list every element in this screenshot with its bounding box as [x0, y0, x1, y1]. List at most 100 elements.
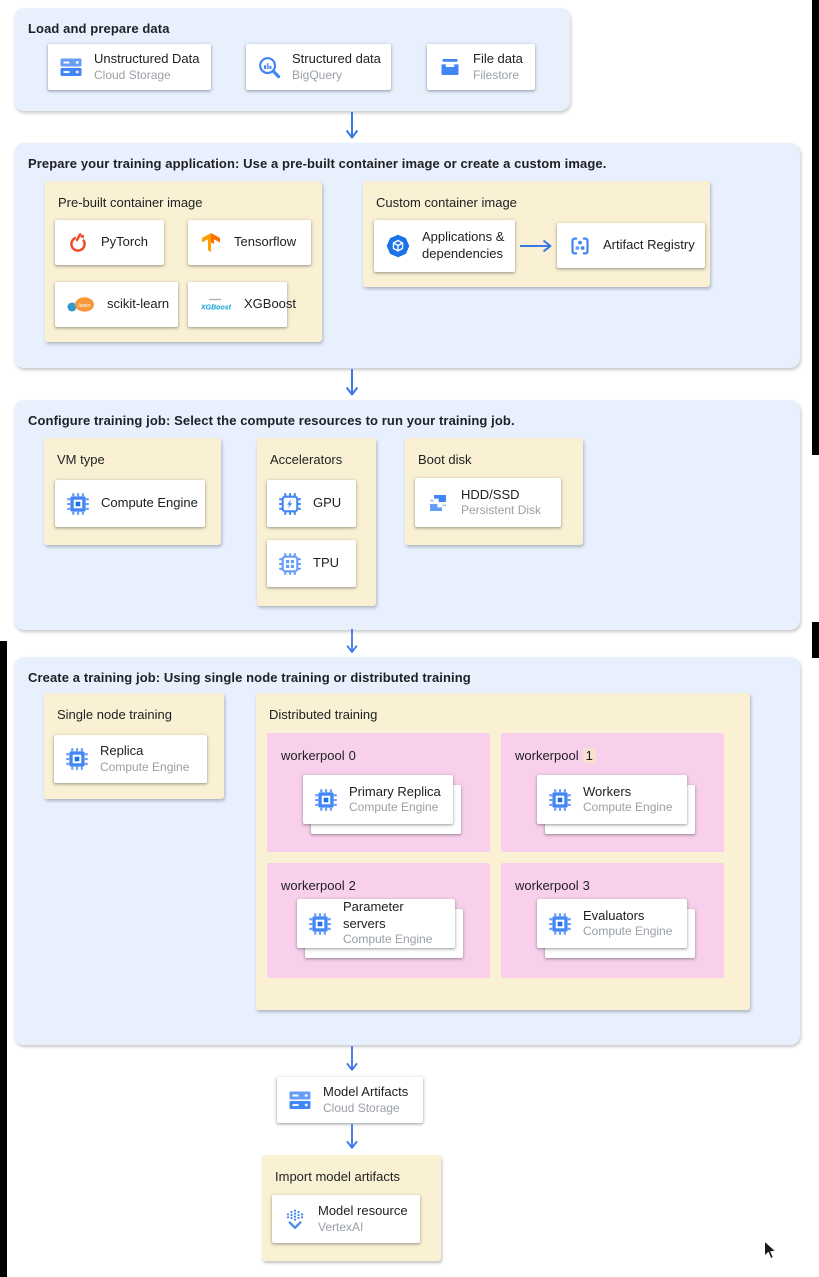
- card-subtitle: Compute Engine: [100, 759, 190, 774]
- panel-accelerators: Accelerators GPU TPU: [257, 438, 376, 606]
- panel-label: Boot disk: [418, 452, 472, 467]
- filestore-icon: [438, 55, 462, 79]
- mouse-cursor-icon: [764, 1240, 777, 1260]
- flow-arrow-right-icon: [520, 238, 556, 254]
- card-subtitle: BigQuery: [292, 67, 343, 82]
- tpu-icon: [278, 552, 302, 576]
- card-applications-dependencies: Applications & dependencies: [374, 220, 515, 272]
- card-subtitle: Cloud Storage: [323, 1100, 400, 1115]
- card-title: Model resource: [318, 1203, 408, 1218]
- card-subtitle: VertexAI: [318, 1219, 364, 1234]
- section-create-job: Create a training job: Using single node…: [14, 657, 800, 1045]
- compute-engine-icon: [548, 788, 572, 812]
- flow-arrow-down-icon: [344, 629, 360, 656]
- card-title: GPU: [313, 495, 342, 511]
- card-title: Artifact Registry: [603, 237, 695, 253]
- card-scikit-learn: learn scikit-learn: [55, 282, 178, 327]
- section-title-load: Load and prepare data: [28, 21, 170, 36]
- card-gpu: GPU: [267, 480, 356, 527]
- panel-label: Distributed training: [269, 707, 378, 722]
- panel-vm-type: VM type Compute Engine: [44, 438, 221, 545]
- compute-engine-icon: [548, 912, 572, 936]
- panel-label: Custom container image: [376, 195, 517, 210]
- card-title: TPU: [313, 555, 339, 571]
- card-subtitle: Persistent Disk: [461, 503, 542, 518]
- gpu-icon: [278, 492, 302, 516]
- panel-custom-container: Custom container image Applications & de…: [363, 181, 710, 287]
- screenshot-artifact-strip: [812, 0, 819, 455]
- card-title: File data: [473, 51, 523, 66]
- panel-label: Import model artifacts: [275, 1169, 400, 1184]
- section-prepare-application: Prepare your training application: Use a…: [14, 143, 800, 368]
- artifact-registry-icon: [568, 234, 592, 258]
- bigquery-icon: [257, 55, 281, 79]
- card-compute-engine: Compute Engine: [55, 480, 205, 527]
- compute-engine-icon: [308, 912, 332, 936]
- card-pytorch: PyTorch: [55, 220, 164, 265]
- section-title-configure: Configure training job: Select the compu…: [28, 413, 515, 428]
- panel-prebuilt-container: Pre-built container image PyTorch Tensor…: [45, 181, 322, 342]
- section-title-create: Create a training job: Using single node…: [28, 670, 471, 685]
- section-title-prepare: Prepare your training application: Use a…: [28, 156, 607, 171]
- card-subtitle: Filestore: [473, 67, 520, 82]
- flow-arrow-down-icon: [344, 1046, 360, 1074]
- applications-icon: [385, 233, 411, 259]
- svg-text:XGBoost: XGBoost: [200, 304, 232, 311]
- card-title: Replica: [100, 743, 144, 758]
- flow-arrow-down-icon: [344, 112, 360, 142]
- card-title: HDD/SSD: [461, 486, 520, 502]
- section-configure-job: Configure training job: Select the compu…: [14, 400, 800, 630]
- card-title: Structured data: [292, 51, 381, 66]
- card-artifact-registry: Artifact Registry: [557, 223, 705, 268]
- card-title: Compute Engine: [101, 495, 198, 511]
- card-title: Model Artifacts: [323, 1084, 409, 1099]
- panel-label: VM type: [57, 452, 105, 467]
- flow-arrow-down-icon: [344, 369, 360, 399]
- card-xgboost: XGBoost XGBoost: [188, 282, 296, 327]
- card-title: Applications & dependencies: [422, 229, 505, 261]
- tensorflow-icon: [199, 231, 223, 255]
- compute-engine-icon: [66, 492, 90, 516]
- screenshot-artifact-strip: [0, 641, 7, 1277]
- panel-label: Pre-built container image: [58, 195, 203, 210]
- compute-engine-icon: [314, 788, 338, 812]
- scikit-learn-icon: learn: [67, 296, 94, 312]
- card-title: Tensorflow: [234, 234, 297, 250]
- panel-label: Accelerators: [270, 452, 343, 467]
- card-title: XGBoost: [244, 296, 297, 312]
- pytorch-icon: [66, 231, 90, 255]
- flow-arrow-down-icon: [344, 1124, 360, 1152]
- card-subtitle: Cloud Storage: [94, 67, 171, 82]
- highlighted-number: 1: [582, 748, 596, 763]
- screenshot-artifact-strip: [812, 622, 819, 658]
- panel-label: Single node training: [57, 707, 172, 722]
- card-title: PyTorch: [101, 234, 148, 250]
- card-title: scikit-learn: [107, 296, 170, 312]
- compute-engine-icon: [65, 747, 89, 771]
- cloud-storage-icon: [59, 55, 83, 79]
- card-tensorflow: Tensorflow: [188, 220, 311, 265]
- cloud-storage-icon: [288, 1088, 312, 1112]
- card-tpu: TPU: [267, 540, 356, 587]
